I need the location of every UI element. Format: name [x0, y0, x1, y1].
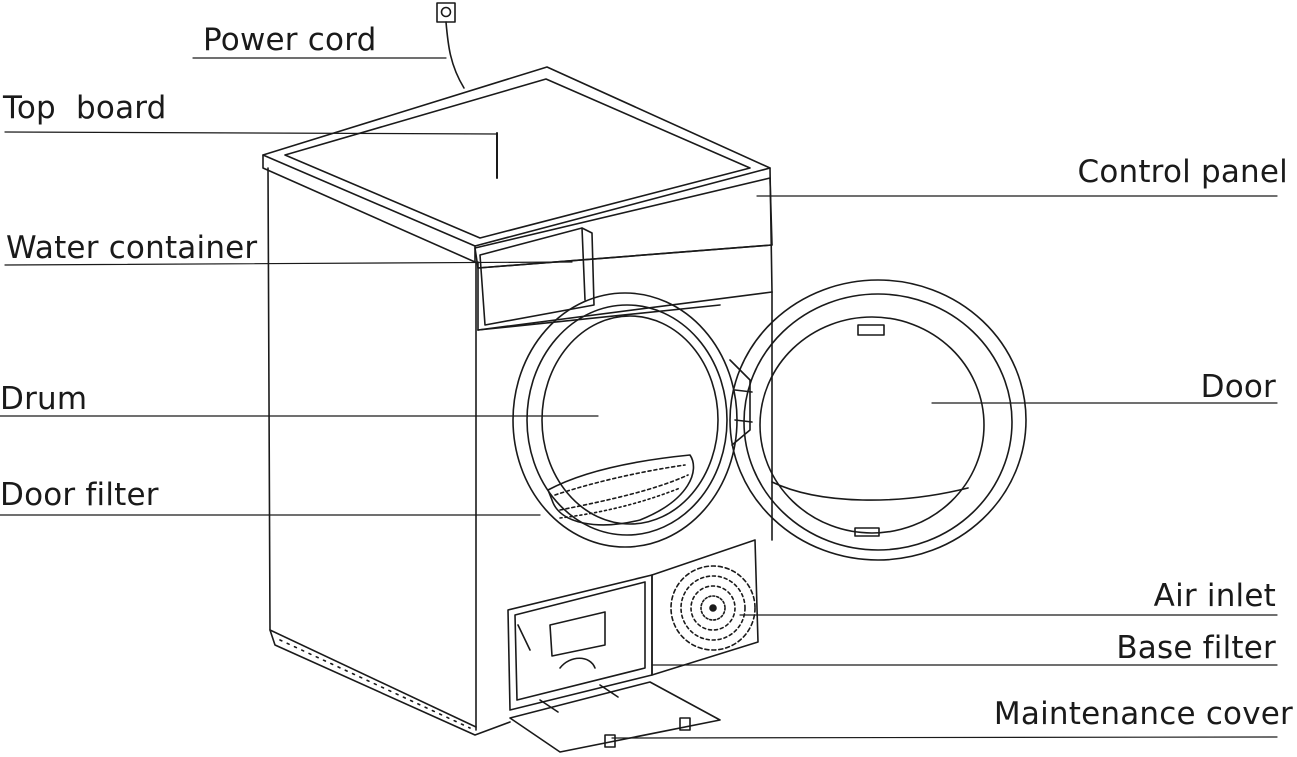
label-water-container: Water container — [6, 230, 258, 266]
drum-opening — [512, 292, 738, 548]
label-control-panel: Control panel — [1077, 154, 1288, 190]
door — [729, 279, 1027, 561]
label-base-filter: Base filter — [1116, 630, 1276, 666]
label-maintenance-cover: Maintenance cover — [993, 696, 1293, 732]
leader-lines — [0, 57, 1278, 739]
leader-maintenance-cover — [611, 736, 1278, 739]
label-door-filter: Door filter — [0, 477, 159, 513]
leader-top-board — [4, 131, 498, 135]
maintenance-cover — [509, 681, 721, 753]
cabinet — [267, 167, 773, 736]
power-plug-icon — [436, 2, 465, 89]
label-air-inlet: Air inlet — [1153, 578, 1276, 614]
base-filter-housing — [507, 574, 653, 711]
top-board — [262, 66, 771, 263]
label-top-board: Top board — [3, 90, 167, 126]
label-power-cord: Power cord — [203, 22, 377, 58]
label-door: Door — [1200, 369, 1276, 405]
label-drum: Drum — [0, 381, 88, 417]
leader-water-container — [4, 261, 573, 266]
water-container-drawer — [479, 227, 595, 326]
air-inlet-grille — [651, 539, 759, 676]
control-panel — [474, 177, 773, 331]
